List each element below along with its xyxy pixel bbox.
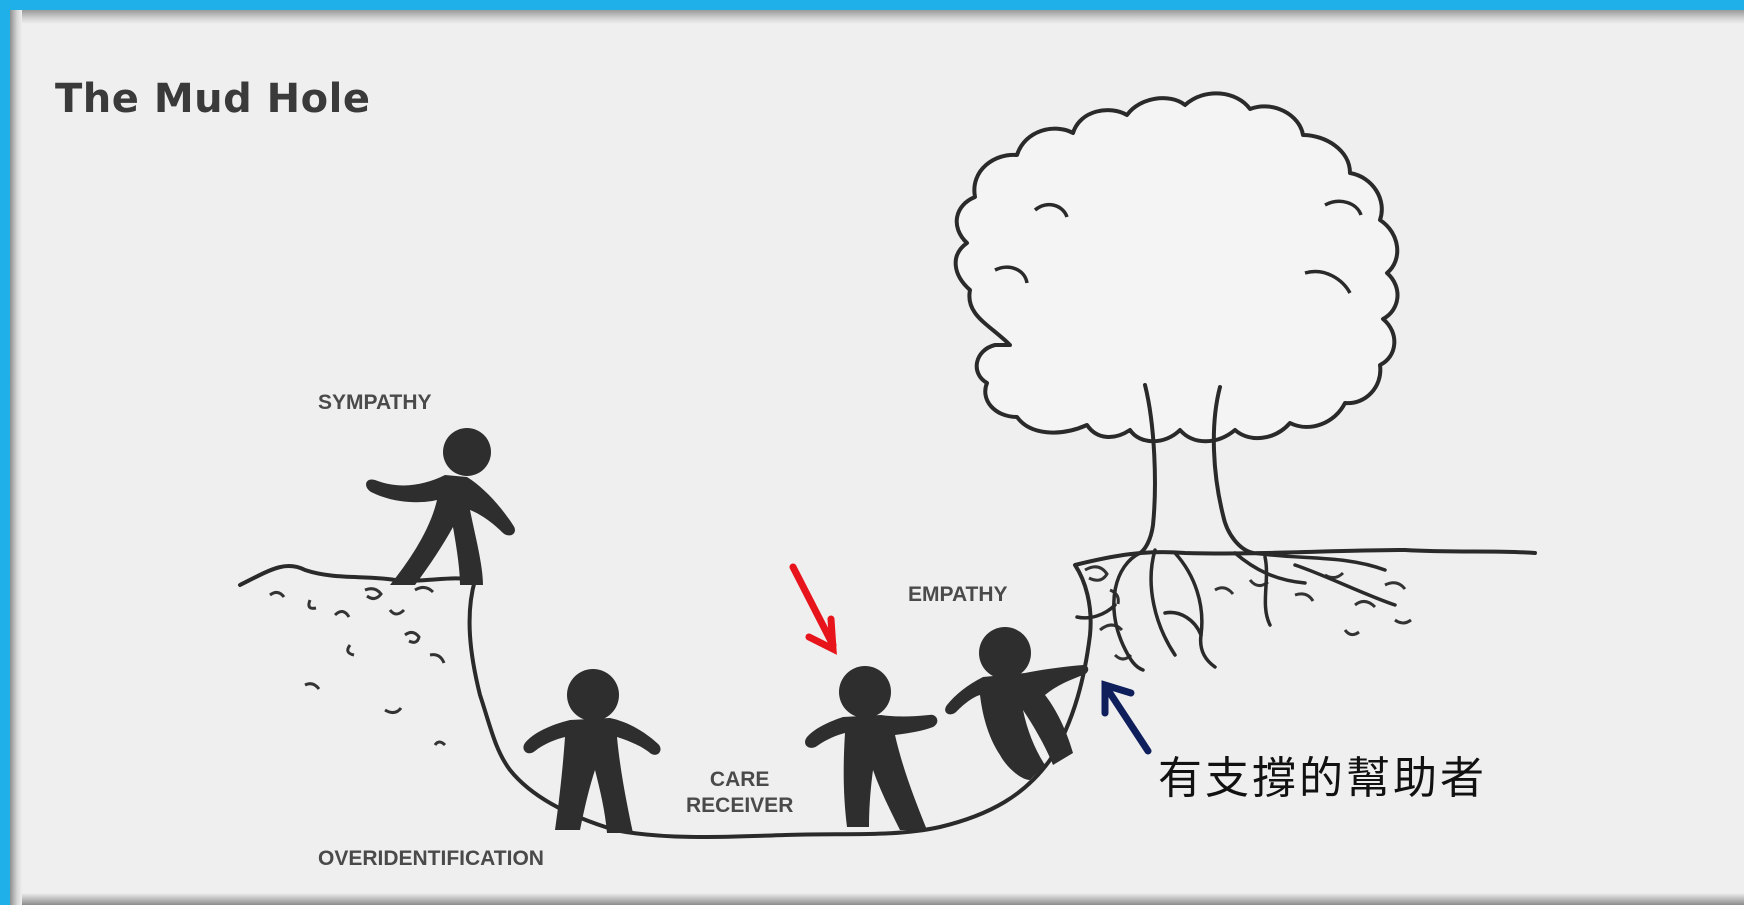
diagram-paper: The Mud Hole SYMPATHY EMPATHY CARE RECEI… bbox=[10, 10, 1744, 905]
label-empathy: EMPATHY bbox=[908, 583, 1008, 606]
overidentification-person-figure-icon bbox=[523, 669, 661, 833]
scan-edge-top bbox=[10, 10, 1744, 24]
mud-hole-illustration bbox=[238, 91, 1537, 840]
ground-outline bbox=[238, 548, 1537, 840]
label-care-line1: CARE bbox=[709, 768, 770, 791]
tree-crown-detail bbox=[994, 199, 1363, 294]
label-care-line2: RECEIVER bbox=[686, 794, 794, 817]
right-bank-pebbles bbox=[1084, 565, 1412, 661]
tree-roots bbox=[1075, 548, 1397, 672]
scan-edge-left bbox=[10, 10, 22, 905]
supported-helper-annotation: 有支撐的幫助者 bbox=[1158, 753, 1487, 804]
navy-arrow-icon bbox=[1101, 680, 1152, 755]
diagram-title: The Mud Hole bbox=[55, 76, 371, 122]
empathy-person-figure-icon bbox=[945, 627, 1089, 780]
tree-trunk bbox=[1138, 383, 1255, 555]
label-overidentification: OVERIDENTIFICATION bbox=[318, 847, 544, 870]
left-bank-pebbles bbox=[269, 585, 447, 747]
red-arrow-icon bbox=[789, 563, 837, 655]
label-care-receiver: CARE RECEIVER bbox=[686, 767, 793, 819]
care-receiver-person-figure-icon bbox=[805, 666, 938, 830]
label-sympathy: SYMPATHY bbox=[318, 391, 432, 414]
sympathy-person-figure-icon bbox=[366, 428, 515, 585]
scan-edge-bottom bbox=[10, 893, 1744, 905]
tree-icon bbox=[953, 91, 1400, 444]
